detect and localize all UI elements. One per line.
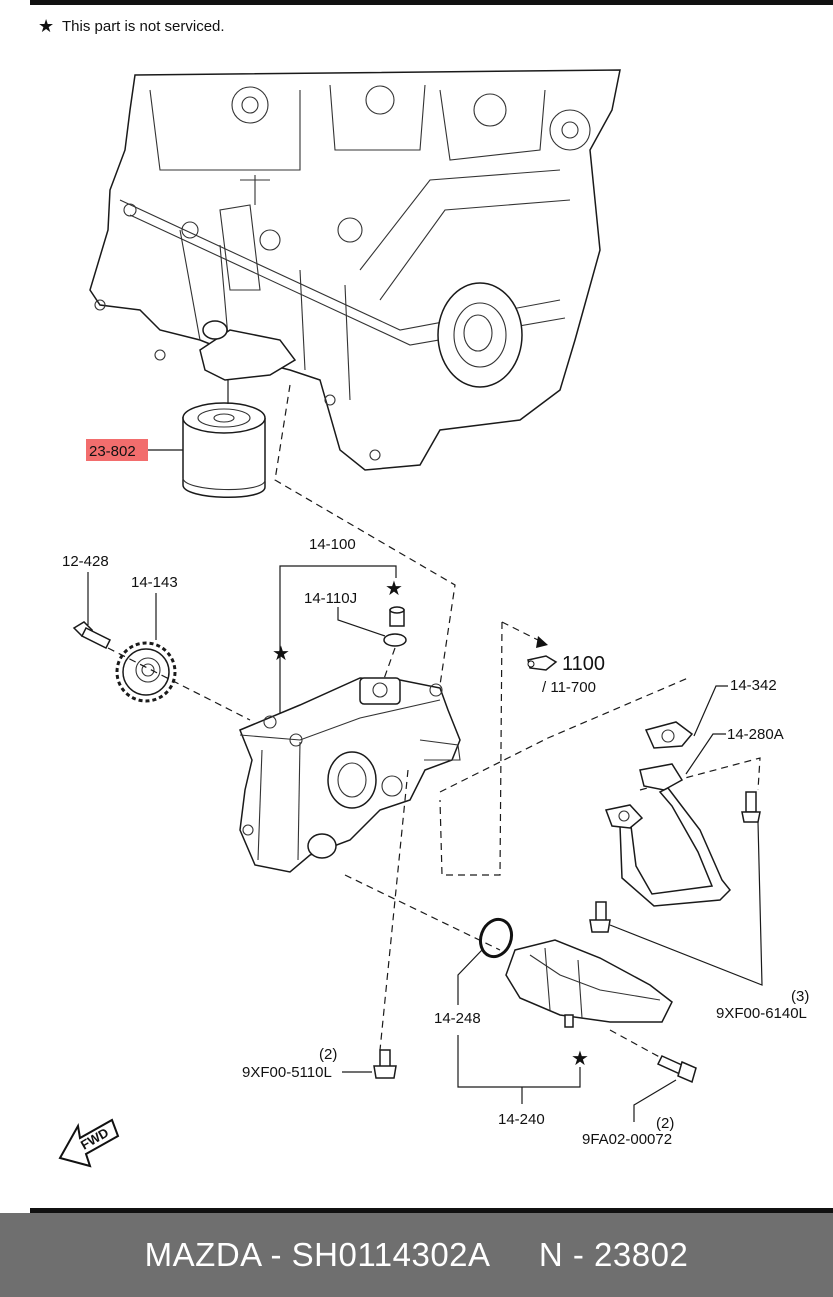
oil-filter	[182, 380, 266, 499]
label-11-700[interactable]: / 11-700	[542, 679, 596, 696]
relief-valve	[383, 606, 407, 647]
oil-pump	[239, 677, 461, 873]
oil-strainer	[505, 939, 673, 1028]
bolt-00072	[656, 1055, 697, 1084]
star-icon-relief: ★	[385, 578, 403, 600]
engine-block	[89, 69, 621, 471]
star-icon-strainer: ★	[571, 1048, 589, 1070]
label-14-342[interactable]: 14-342	[730, 677, 777, 694]
bolt-5110	[373, 1049, 397, 1079]
footer-diagram-number: N - 23802	[538, 1236, 689, 1273]
label-23-802[interactable]: 23-802	[89, 443, 136, 460]
note-text: This part is not serviced.	[62, 18, 225, 35]
label-14-100[interactable]: 14-100	[309, 536, 356, 553]
label-14-110j[interactable]: 14-110J	[304, 590, 357, 607]
label-14-280a[interactable]: 14-280A	[727, 726, 784, 743]
fwd-arrow-icon: FWD	[58, 1118, 120, 1168]
oil-filter-highlight	[86, 439, 148, 461]
label-qty-00072: (2)	[656, 1115, 674, 1132]
label-14-143[interactable]: 14-143	[131, 574, 178, 591]
bolt-12-428	[72, 621, 112, 650]
star-icon-pump: ★	[272, 643, 290, 665]
label-9xf00-6140l[interactable]: 9XF00-6140L	[716, 1005, 807, 1022]
label-qty-6140: (3)	[791, 988, 809, 1005]
footer-bar: MAZDA - SH0114302A N - 23802	[0, 1213, 833, 1297]
oil-pipe	[604, 763, 732, 907]
label-14-240[interactable]: 14-240	[498, 1111, 545, 1128]
label-1100[interactable]: 1100	[562, 653, 605, 675]
footer-brand-part: MAZDA - SH0114302A	[144, 1236, 491, 1273]
gasket	[644, 721, 694, 749]
label-9fa02-00072[interactable]: 9FA02-00072	[582, 1131, 672, 1148]
bolt-6140-a	[741, 791, 761, 823]
arrow-icon	[536, 636, 548, 648]
o-ring	[478, 917, 514, 959]
parts-diagram: ★ This part is not serviced.	[30, 0, 833, 1213]
label-14-248[interactable]: 14-248	[434, 1010, 481, 1027]
reference-icon	[527, 655, 558, 671]
bottom-border	[30, 1208, 833, 1213]
label-9xf00-5110l[interactable]: 9XF00-5110L	[242, 1064, 332, 1081]
note-star-icon: ★	[38, 16, 54, 36]
sprocket	[115, 641, 177, 703]
footer-gap	[491, 1236, 539, 1274]
label-qty-5110: (2)	[319, 1046, 337, 1063]
top-border	[30, 0, 833, 5]
bolt-6140-b	[589, 901, 611, 933]
label-12-428[interactable]: 12-428	[62, 553, 109, 570]
